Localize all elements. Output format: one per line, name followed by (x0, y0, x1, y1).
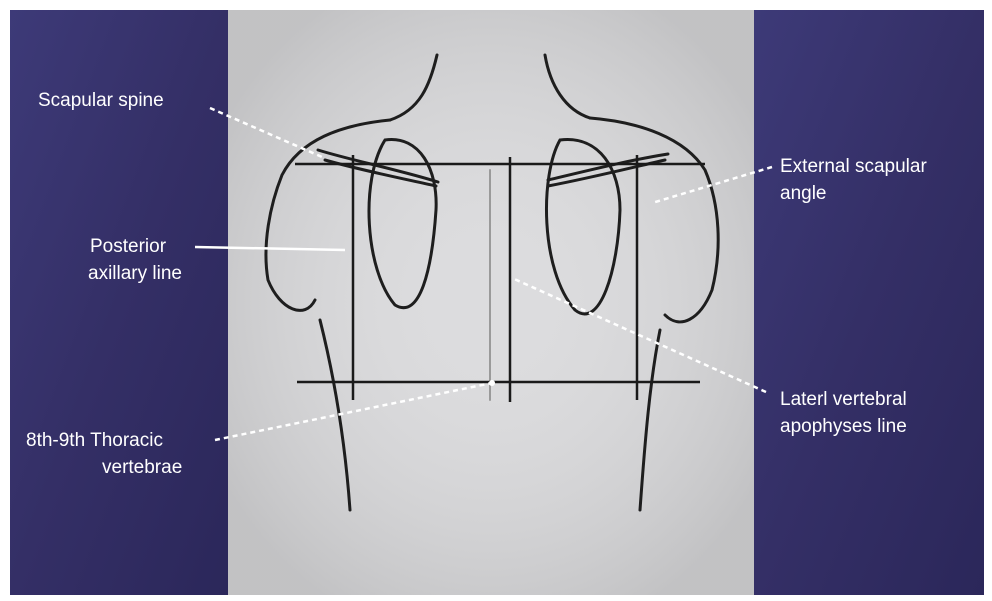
right-background-panel (752, 10, 984, 595)
external-scapular-angle-label-line2: angle (780, 182, 827, 206)
thoracic-vertebrae-label-line2: vertebrae (102, 456, 182, 480)
posterior-axillary-label-line2: axillary line (88, 262, 182, 286)
lateral-vertebral-label-line1: Laterl vertebral (780, 388, 907, 412)
thoracic-marker-dot (489, 380, 495, 386)
thoracic-vertebrae-label-line1: 8th-9th Thoracic (26, 429, 163, 453)
lateral-vertebral-label-line2: apophyses line (780, 415, 907, 439)
external-scapular-angle-label-line1: External scapular (780, 155, 927, 179)
scapular-spine-label: Scapular spine (38, 89, 164, 113)
posterior-axillary-label-line1: Posterior (90, 235, 166, 259)
